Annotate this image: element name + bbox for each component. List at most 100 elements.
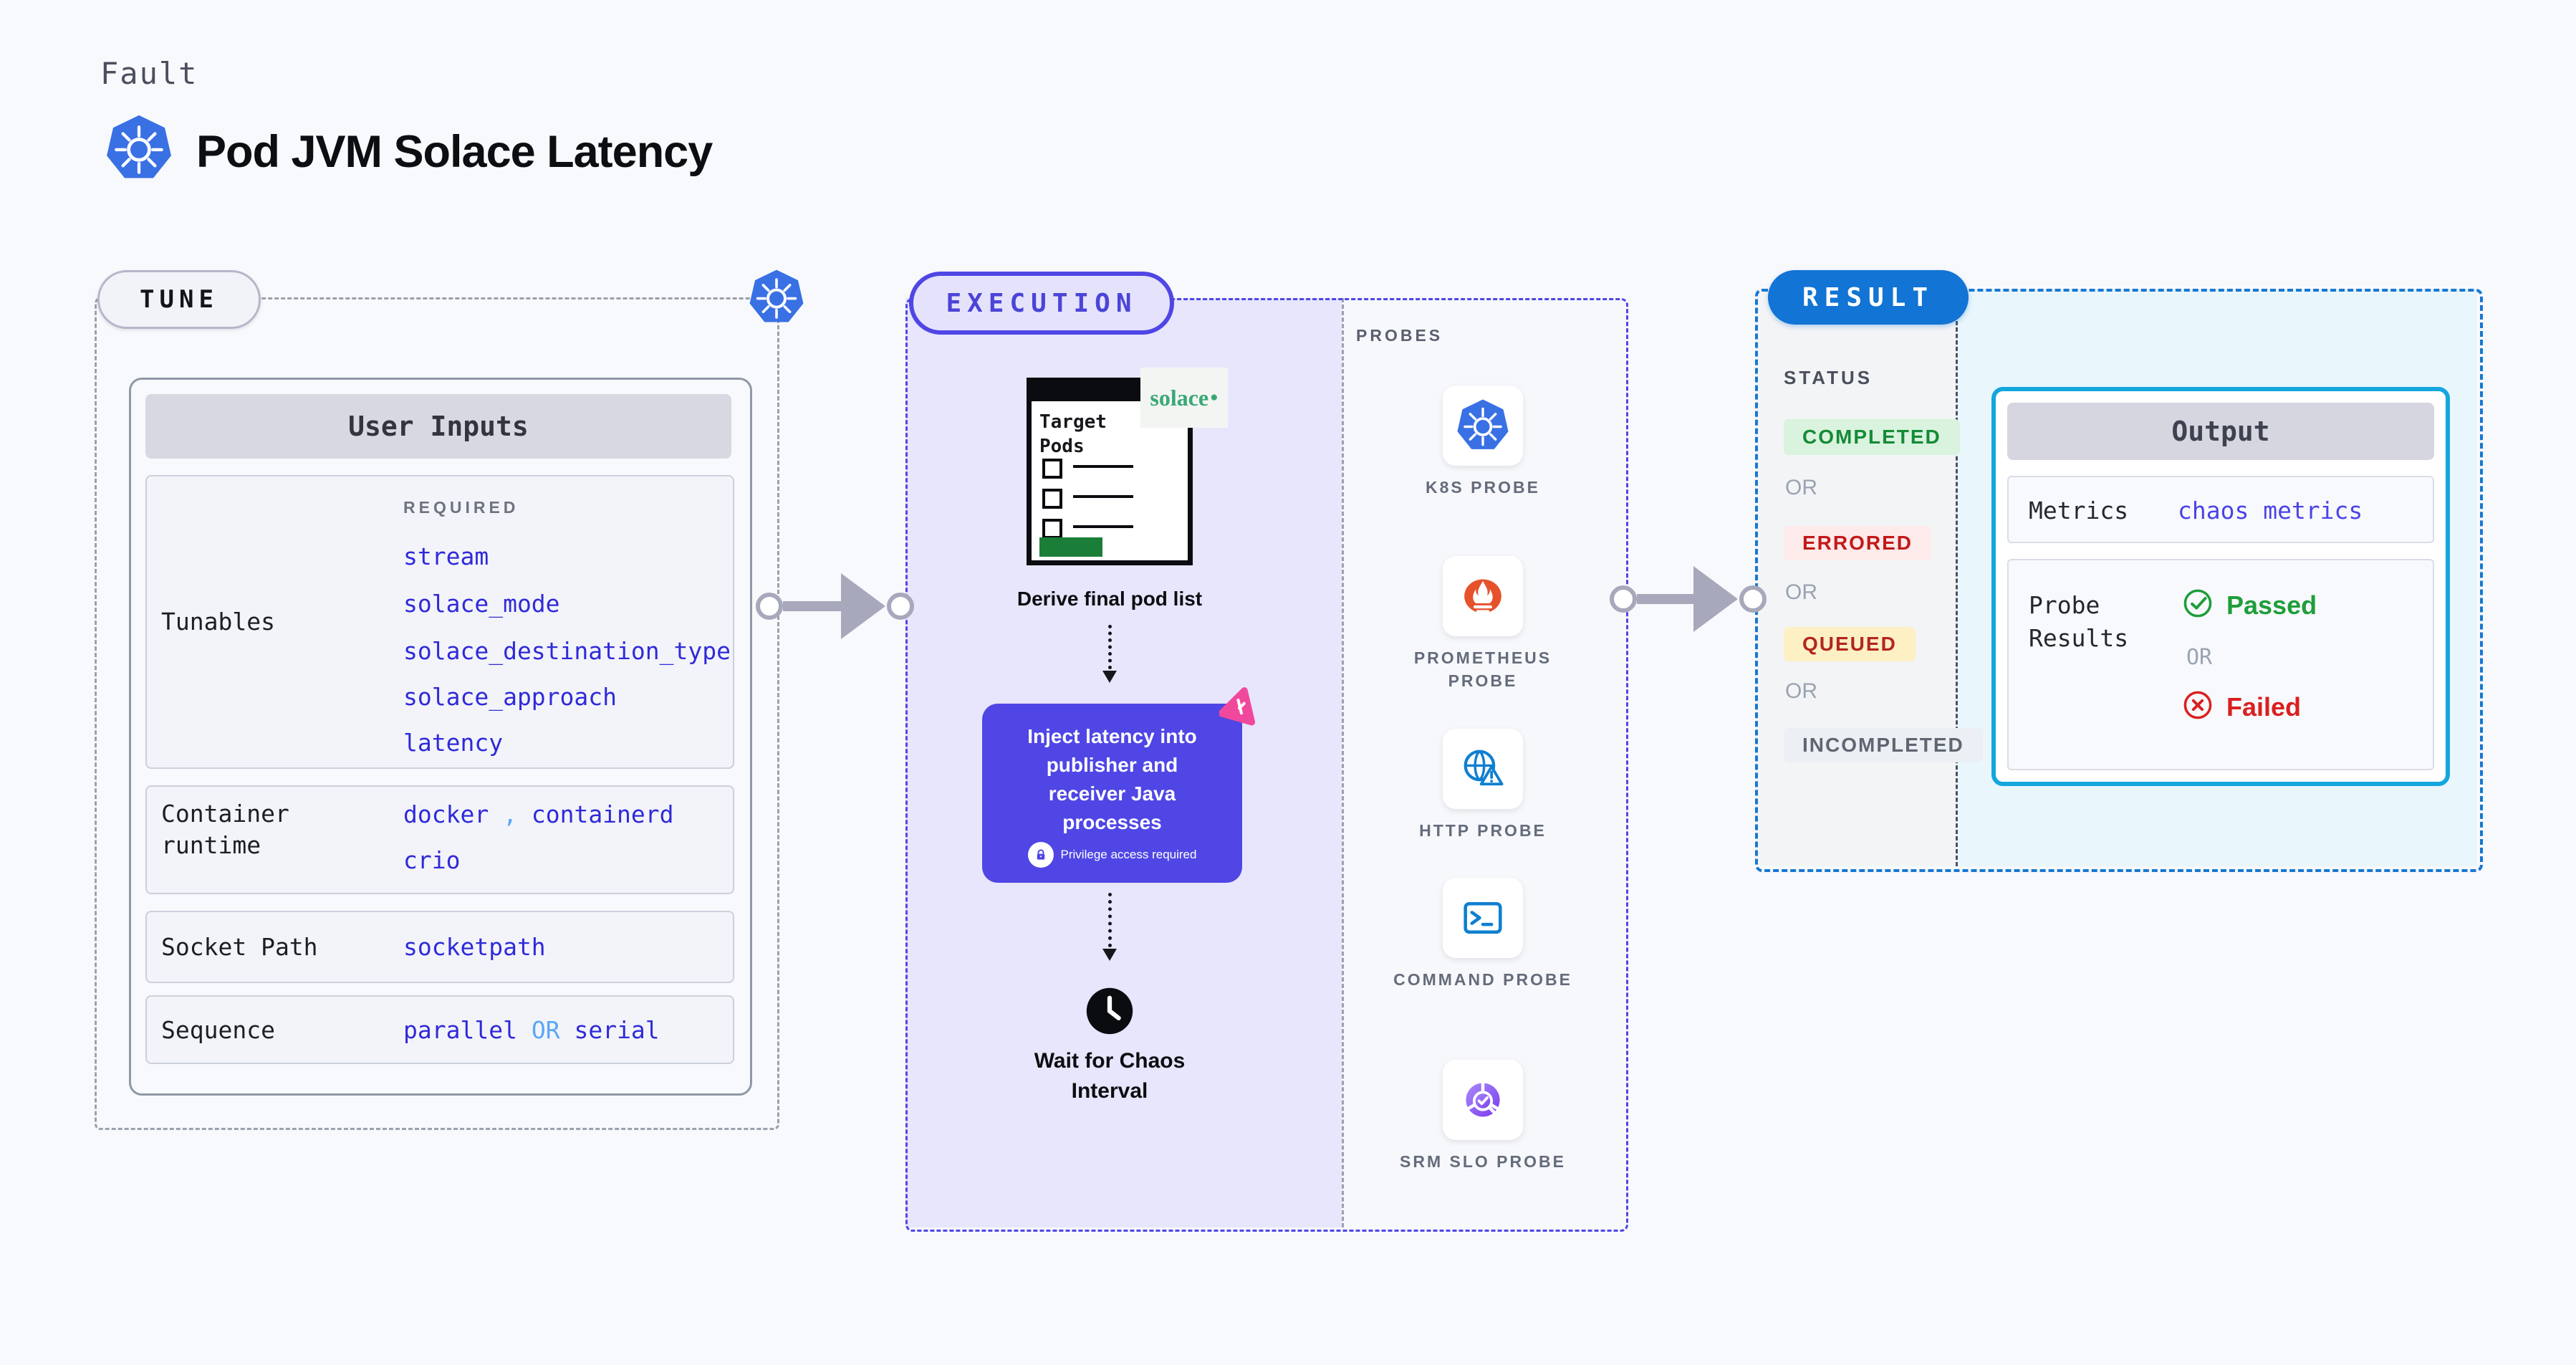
sequence-or: OR [531, 1016, 560, 1044]
status-badge-errored: ERRORED [1784, 526, 1932, 560]
probe-srm-slo-label: SRM SLO PROBE [1400, 1152, 1566, 1171]
arrow-line [783, 601, 841, 611]
or-label: OR [1785, 476, 1817, 499]
probe-command-label: COMMAND PROBE [1393, 970, 1572, 989]
runtime-containerd: containerd [531, 800, 674, 828]
http-icon [1456, 742, 1510, 796]
metrics-value: chaos metrics [2178, 497, 2363, 525]
list-line [1073, 465, 1133, 468]
user-inputs-title: User Inputs [145, 394, 731, 459]
tunables-label: Tunables [161, 608, 275, 636]
status-title: STATUS [1784, 367, 1873, 388]
status-badge-completed: COMPLETED [1784, 419, 1960, 455]
status-panel [1755, 289, 1956, 866]
list-line [1073, 525, 1133, 528]
container-runtime-row [145, 785, 734, 894]
connector-node [1739, 585, 1767, 613]
inject-line: processes [1062, 811, 1162, 833]
page-title: Pod JVM Solace Latency [196, 127, 713, 177]
metrics-label: Metrics [2029, 497, 2129, 525]
socket-path-label: Socket Path [161, 933, 318, 961]
probe-k8s-label: K8S PROBE [1426, 478, 1540, 497]
sequence-row [145, 995, 734, 1064]
arrow-line [1637, 594, 1693, 604]
privilege-label: Privilege access required [1060, 848, 1197, 861]
or-label: OR [1785, 679, 1817, 703]
runtime-crio: crio [403, 846, 461, 874]
tune-section-box [95, 297, 779, 1130]
inject-line: publisher and [1046, 754, 1178, 776]
flow-connector [1108, 625, 1112, 669]
result-divider [1956, 289, 1958, 866]
result-pill: RESULT [1768, 270, 1969, 325]
passed-label: Passed [2226, 590, 2317, 620]
inject-line: receiver Java [1048, 782, 1176, 805]
sequence-values: parallel OR serial [403, 1016, 660, 1044]
derive-step-label: Derive final pod list [1017, 588, 1203, 610]
probe-prometheus [1443, 556, 1523, 636]
execution-pill: EXECUTION [909, 272, 1174, 335]
probe-command [1443, 878, 1523, 958]
wait-line: Wait for Chaos [1034, 1049, 1186, 1073]
check-circle-icon [2182, 588, 2214, 619]
tunable-value: solace_destination_type [403, 637, 731, 665]
sequence-serial: serial [574, 1016, 660, 1044]
probe-http [1443, 729, 1523, 809]
failed-label: Failed [2226, 692, 2302, 722]
inject-line: Inject latency into [1027, 725, 1197, 747]
tunable-value: stream [403, 542, 489, 570]
runtime-separator: , [503, 800, 517, 828]
sequence-parallel: parallel [403, 1016, 517, 1044]
tunable-value: latency [403, 729, 504, 757]
socket-path-row [145, 911, 734, 983]
list-line [1073, 495, 1133, 498]
checkbox-icon [1042, 459, 1062, 479]
sequence-label: Sequence [161, 1016, 275, 1044]
solace-logo: solace● [1140, 368, 1228, 428]
connector-node [887, 593, 914, 620]
lock-icon [1027, 842, 1054, 868]
or-label: OR [2186, 645, 2213, 670]
runtime-docker: docker [403, 800, 489, 828]
required-label: REQUIRED [403, 498, 519, 517]
target-pods-title: Target Pods [1039, 411, 1107, 457]
command-icon [1456, 891, 1510, 945]
x-circle-icon [2182, 689, 2214, 721]
probe-srm-slo [1443, 1060, 1523, 1140]
kubernetes-icon [748, 268, 805, 327]
probe-http-label: HTTP PROBE [1419, 821, 1547, 840]
probe-results-label: Probe Results [2029, 591, 2129, 652]
or-label: OR [1785, 580, 1817, 604]
probe-k8s [1443, 385, 1523, 466]
socket-path-value: socketpath [403, 933, 546, 961]
probe-prometheus-label: PROMETHEUS PROBE [1413, 648, 1552, 690]
fault-kicker: Fault [100, 56, 198, 91]
kubernetes-icon [1456, 398, 1510, 453]
privilege-note: Privilege access required [982, 842, 1242, 868]
arrow-head-icon [1102, 671, 1117, 683]
status-badge-queued: QUEUED [1784, 627, 1916, 661]
tune-pill: TUNE [97, 270, 261, 329]
status-badge-incompleted: INCOMPLETED [1784, 728, 1983, 762]
tunable-value: solace_approach [403, 683, 617, 711]
connector-node [756, 593, 783, 620]
window-button [1039, 537, 1102, 557]
probe-results-row [2007, 559, 2434, 770]
wait-line: Interval [1071, 1079, 1148, 1103]
arrow-head-icon [841, 573, 885, 639]
probes-title: PROBES [1356, 326, 1443, 345]
clock-icon [1085, 986, 1135, 1036]
arrow-head-icon [1693, 566, 1738, 632]
srm-slo-icon [1456, 1073, 1510, 1127]
solace-dot-icon: ● [1210, 390, 1219, 405]
kubernetes-icon [105, 113, 173, 183]
chaos-pinwheel-icon [1219, 685, 1261, 727]
tunable-value: solace_mode [403, 590, 560, 618]
container-runtime-values: docker , containerd [403, 800, 674, 828]
metrics-row [2007, 476, 2434, 543]
prometheus-icon [1456, 569, 1510, 623]
checkbox-icon [1042, 489, 1062, 509]
container-runtime-label: Container runtime [161, 800, 289, 859]
